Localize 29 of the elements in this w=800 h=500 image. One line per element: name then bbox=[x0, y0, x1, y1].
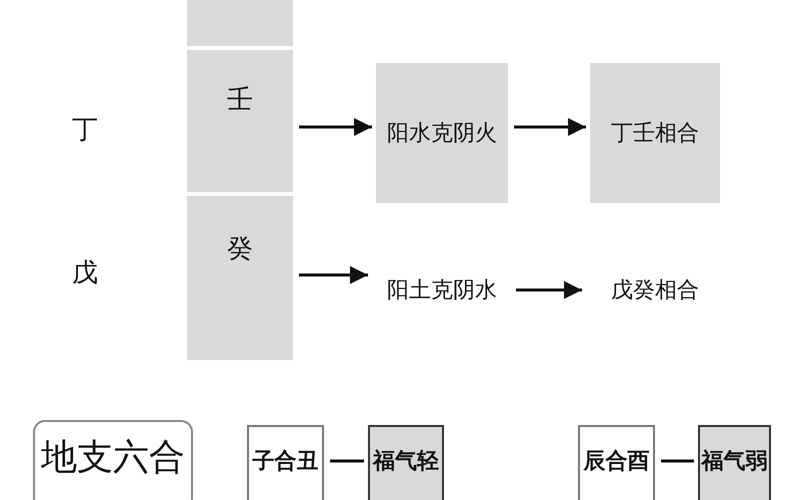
grid-cell bbox=[187, 196, 293, 360]
result-box bbox=[698, 425, 771, 500]
arrow bbox=[514, 118, 586, 136]
node-label: 辰合酉 bbox=[584, 448, 650, 476]
title-box bbox=[33, 420, 193, 500]
arrow bbox=[299, 118, 372, 136]
stem-label: 戊 bbox=[72, 257, 98, 290]
result-box bbox=[368, 425, 444, 500]
node-label: 阳水克阴火 bbox=[387, 120, 497, 148]
node-label: 子合丑 bbox=[252, 448, 318, 476]
grid-cell bbox=[187, 0, 293, 46]
connector-line bbox=[661, 460, 694, 462]
term-box bbox=[247, 425, 324, 500]
node-label: 壬 bbox=[227, 84, 253, 116]
connector-line bbox=[330, 460, 364, 462]
node-label: 福气轻 bbox=[373, 448, 439, 476]
arrow bbox=[516, 281, 582, 299]
node-label: 丁壬相合 bbox=[611, 120, 699, 148]
node-label: 癸 bbox=[227, 232, 253, 266]
process-box bbox=[590, 63, 720, 203]
node-label: 福气弱 bbox=[702, 448, 768, 476]
node-label: 戊癸相合 bbox=[611, 277, 699, 305]
arrow bbox=[299, 266, 368, 284]
node-label: 地支六合 bbox=[41, 436, 185, 480]
grid-cell bbox=[187, 50, 293, 192]
process-box bbox=[376, 63, 508, 203]
term-box bbox=[578, 425, 655, 500]
stem-label: 丁 bbox=[72, 114, 98, 147]
node-label: 阳土克阴水 bbox=[387, 277, 497, 305]
